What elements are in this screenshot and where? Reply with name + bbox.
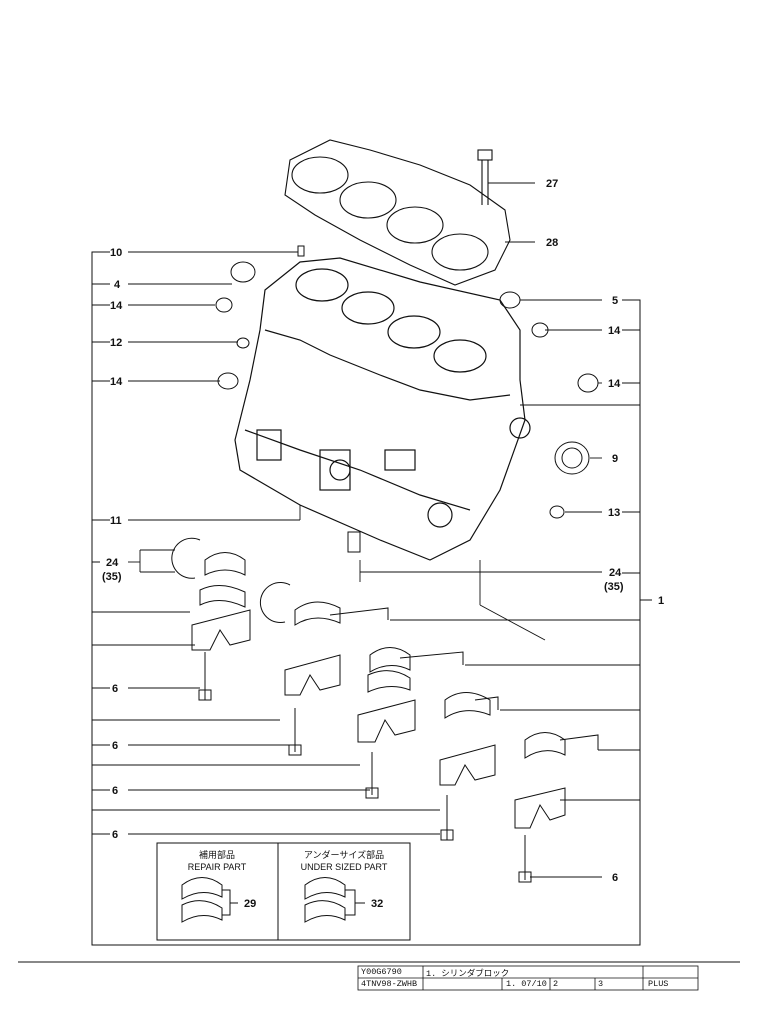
callout-6-a: 6: [112, 683, 118, 695]
repair-part-label: REPAIR PART: [188, 862, 247, 872]
callout-35-left: (35): [102, 571, 122, 583]
callout-32: 32: [371, 898, 383, 910]
title-block-code: Y00G6790: [361, 967, 402, 977]
callout-14-right-top: 14: [608, 325, 621, 337]
callout-6-d: 6: [112, 829, 118, 841]
title-block-rev: 2: [553, 979, 559, 989]
callout-1: 1: [658, 595, 664, 607]
callout-6-b: 6: [112, 740, 118, 752]
callout-11: 11: [110, 515, 122, 527]
frame-lines: [91, 251, 652, 946]
head-gasket: [284, 139, 511, 286]
thrust-washers: [171, 537, 291, 624]
leader-lines: [92, 182, 640, 878]
callout-6-e: 6: [612, 872, 618, 884]
cylinder-block: [234, 257, 531, 561]
inset-box: [156, 842, 411, 941]
under-sized-part-label: UNDER SIZED PART: [301, 862, 388, 872]
title-block-model: 4TNV98-ZWHB: [361, 979, 418, 989]
callout-24-left: 24: [106, 557, 119, 569]
repair-part-label-jp: 補用部品: [199, 849, 235, 860]
title-block-edition: PLUS: [648, 979, 669, 989]
head-bolt: [477, 149, 493, 205]
callout-14-left-top: 14: [110, 300, 123, 312]
callout-12: 12: [110, 337, 122, 349]
callout-13: 13: [608, 507, 620, 519]
callout-29: 29: [244, 898, 256, 910]
bearings-caps: [191, 552, 566, 883]
small-parts: [215, 245, 599, 553]
title-block-name: 1. シリンダブロック: [426, 969, 510, 979]
callout-24-right: 24: [609, 567, 622, 579]
bearing-brackets: [329, 607, 599, 750]
callout-14-right-bottom: 14: [608, 378, 621, 390]
callout-27: 27: [546, 178, 558, 190]
callout-9: 9: [612, 453, 618, 465]
callout-14-left-bottom: 14: [110, 376, 123, 388]
callout-28: 28: [546, 237, 558, 249]
title-block-date: 1. 07/10: [506, 979, 547, 989]
title-block-page: 3: [598, 979, 604, 989]
under-sized-part-label-jp: アンダーサイズ部品: [304, 849, 384, 860]
callout-4: 4: [114, 279, 121, 291]
callout-35-right: (35): [604, 581, 624, 593]
callout-5: 5: [612, 295, 618, 307]
callout-6-c: 6: [112, 785, 118, 797]
callout-10: 10: [110, 247, 122, 259]
title-block: [357, 965, 699, 991]
